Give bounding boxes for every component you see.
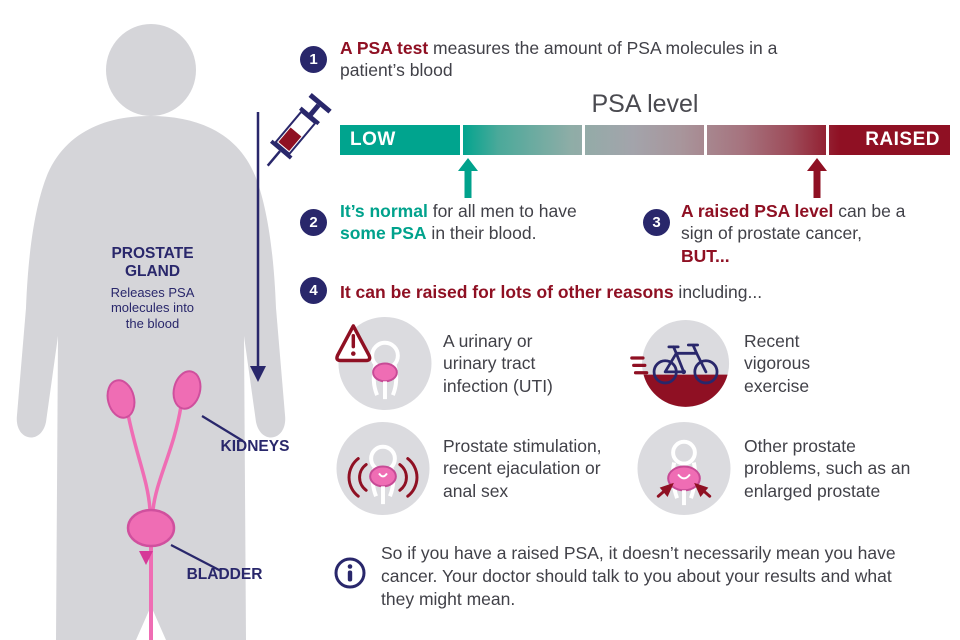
step-1-number: 1 xyxy=(300,46,327,73)
reason-1-text: A urinary or urinary tract infection (UT… xyxy=(443,316,578,411)
normal-psa-arrow-icon xyxy=(458,158,478,198)
step-3-number: 3 xyxy=(643,209,670,236)
syringe-to-body-arrow xyxy=(250,112,266,382)
prostate-pointer-icon xyxy=(139,551,153,565)
scale-divider xyxy=(826,125,829,155)
step-1-bold: A PSA test xyxy=(340,38,429,58)
scale-low-label: LOW xyxy=(350,129,396,150)
bladder-illustration xyxy=(126,508,176,640)
reason-2-text: Recent vigorous exercise xyxy=(744,316,844,411)
scale-divider xyxy=(460,125,463,155)
step-1-text: A PSA test measures the amount of PSA mo… xyxy=(340,37,805,82)
step-4-rest: including... xyxy=(673,282,763,302)
step-2-end: in their blood. xyxy=(426,223,537,244)
prostate-stimulation-icon xyxy=(336,421,430,516)
kidneys-pointer-line xyxy=(201,415,244,442)
prostate-gland-description: Releases PSA molecules into the blood xyxy=(110,284,195,332)
prostate-gland-title: PROSTATE GLAND xyxy=(111,245,194,281)
step-2-text: It’s normal for all men to have some PSA… xyxy=(340,200,598,245)
body-silhouette xyxy=(16,24,332,640)
enlarged-prostate-icon xyxy=(637,421,731,516)
kidneys-label: KIDNEYS xyxy=(220,438,290,455)
bladder-pointer-line xyxy=(170,544,222,572)
step-2-number: 2 xyxy=(300,209,327,236)
step-4-number: 4 xyxy=(300,277,327,304)
info-icon xyxy=(334,557,366,589)
step-3-bold-2: BUT... xyxy=(681,245,730,266)
step-4-bold: It can be raised for lots of other reaso… xyxy=(340,282,674,302)
syringe-icon xyxy=(266,93,332,167)
reason-2-label: Recent vigorous exercise xyxy=(744,330,811,396)
kidneys-illustration xyxy=(106,370,202,511)
bladder-label: BLADDER xyxy=(186,566,263,583)
scale-divider xyxy=(582,125,585,155)
step-2-mid: for all men to have xyxy=(427,201,577,221)
reason-3-label: Prostate stimulation, recent ejaculation… xyxy=(443,435,602,501)
step-3-text: A raised PSA level can be a sign of pros… xyxy=(681,200,913,267)
warning-uti-icon xyxy=(335,316,432,411)
bicycle-icon xyxy=(630,319,730,408)
scale-divider xyxy=(704,125,707,155)
raised-psa-arrow-icon xyxy=(807,158,827,198)
prostate-gland-label: PROSTATE GLAND Releases PSA molecules in… xyxy=(85,245,220,332)
step-3-mid: can be a sign of prostate cancer, xyxy=(681,201,906,244)
footer-disclaimer: So if you have a raised PSA, it doesn’t … xyxy=(381,543,896,610)
step-4-text: It can be raised for lots of other reaso… xyxy=(340,281,940,303)
scale-raised-label: RAISED xyxy=(865,129,940,150)
reason-4-label: Other prostate problems, such as an enla… xyxy=(744,435,911,501)
reason-3-text: Prostate stimulation, recent ejaculation… xyxy=(443,421,628,516)
step-2-bold-1: It’s normal xyxy=(340,201,428,221)
step-2-bold-2: some PSA xyxy=(340,223,427,244)
psa-level-scale-bar: LOW RAISED xyxy=(340,125,950,155)
step-3-bold-1: A raised PSA level xyxy=(681,201,834,221)
step-1-rest: measures the amount of PSA molecules in … xyxy=(340,38,778,81)
reason-4-text: Other prostate problems, such as an enla… xyxy=(744,421,912,516)
reason-1-label: A urinary or urinary tract infection (UT… xyxy=(443,330,553,396)
psa-level-title: PSA level xyxy=(591,90,699,118)
